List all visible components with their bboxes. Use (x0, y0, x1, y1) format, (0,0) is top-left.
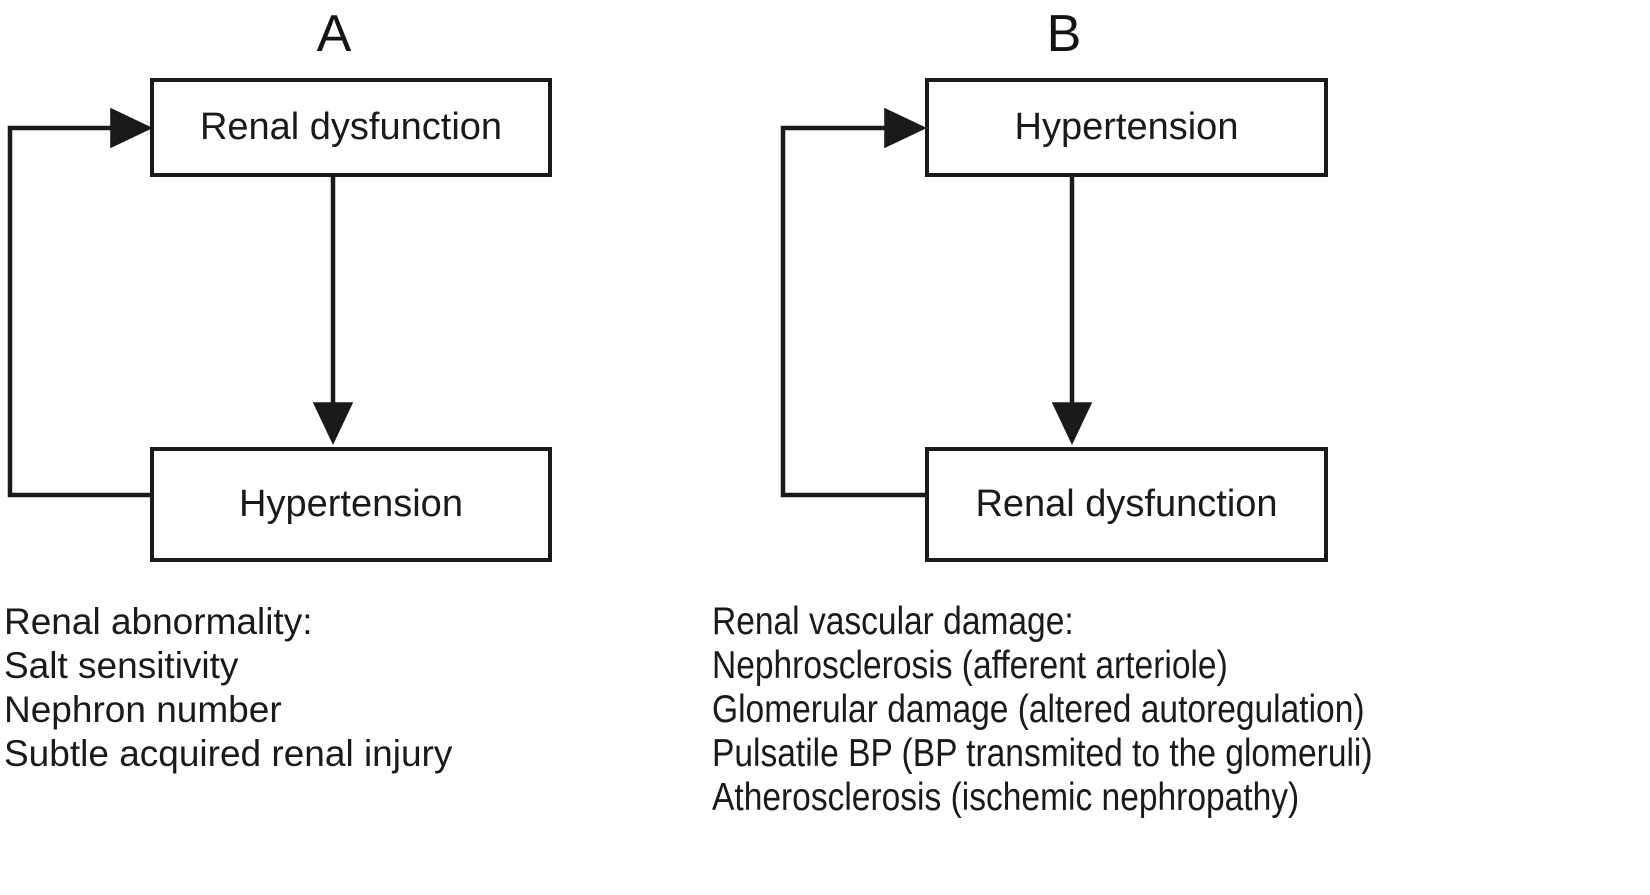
panel-b-feedback-arrow (780, 107, 927, 498)
panel-b-caption-item-2: Pulsatile BP (BP transmited to the glome… (712, 732, 1373, 775)
panel-a-bottom-box: Hypertension (150, 447, 552, 562)
panel-a-top-box-label: Renal dysfunction (199, 105, 503, 148)
panel-a-bottom-box-label: Hypertension (239, 482, 463, 525)
panel-b-caption-item-3: Atherosclerosis (ischemic nephropathy) (712, 776, 1300, 819)
panel-b-caption-heading: Renal vascular damage: (712, 600, 1074, 643)
panel-b-caption: Renal vascular damage: Nephrosclerosis (… (712, 600, 1650, 820)
panel-a-caption-item-0: Salt sensitivity (4, 645, 239, 686)
panel-a-letter: A (316, 5, 352, 63)
panel-b-caption-item-1: Glomerular damage (altered autoregulatio… (712, 688, 1365, 731)
panel-b-caption-item-0: Nephrosclerosis (afferent arteriole) (712, 644, 1228, 687)
panel-a-caption-heading: Renal abnormality: (4, 601, 313, 642)
panel-a-feedback-arrow (7, 107, 153, 498)
panel-a-top-box: Renal dysfunction (150, 78, 552, 177)
panel-a-caption-item-1: Nephron number (4, 689, 282, 730)
panel-a-caption: Renal abnormality: Salt sensitivity Neph… (4, 600, 694, 776)
panel-b-letter: B (1046, 5, 1082, 63)
panel-b-bottom-box-label: Renal dysfunction (975, 482, 1278, 525)
panel-b-bottom-box: Renal dysfunction (925, 447, 1328, 562)
panel-a-caption-item-2: Subtle acquired renal injury (4, 733, 453, 774)
panel-b-top-box: Hypertension (925, 78, 1328, 177)
panel-b-top-box-label: Hypertension (1014, 105, 1239, 148)
